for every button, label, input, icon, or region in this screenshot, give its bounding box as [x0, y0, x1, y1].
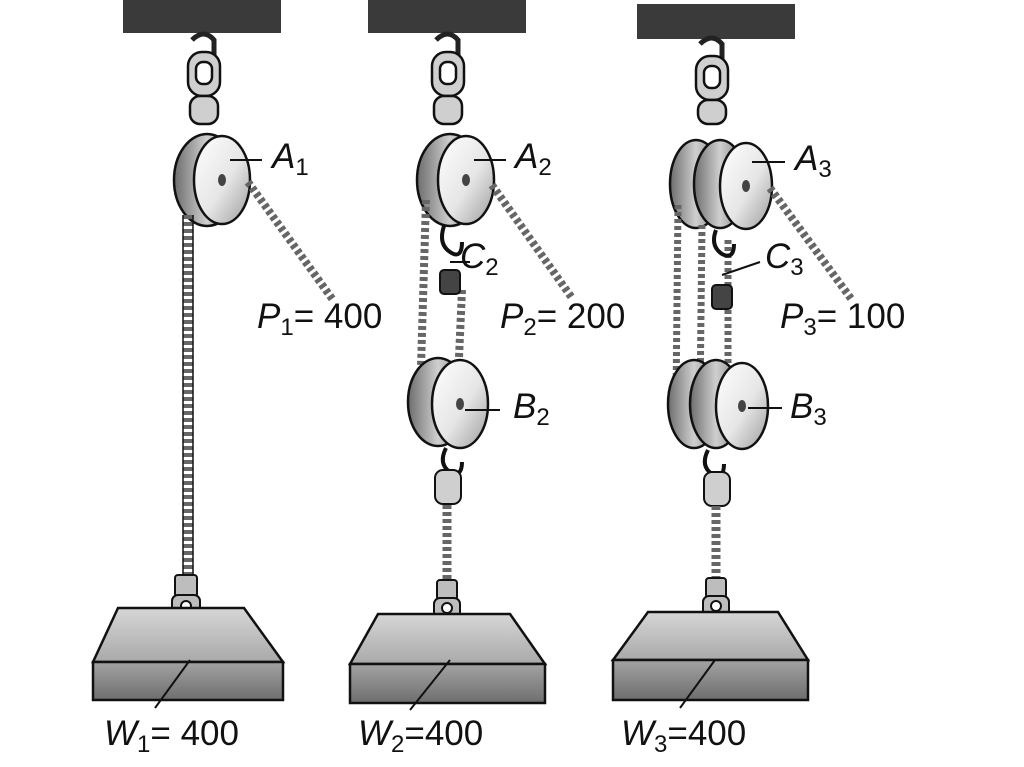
- pulley-a1: [172, 132, 252, 228]
- pull-rope: [766, 185, 856, 303]
- weight-block-w1: [91, 606, 286, 702]
- label-w3: W3=400: [621, 714, 746, 758]
- label-c3: C3: [765, 237, 804, 281]
- hook-c2: [439, 225, 464, 295]
- leader-w3: [679, 659, 716, 709]
- ropes-between-blocks: [416, 199, 466, 401]
- label-c2: C2: [460, 237, 499, 281]
- pull-rope: [488, 182, 576, 301]
- hook-c3: [711, 229, 736, 310]
- shackle-hook: [430, 31, 466, 126]
- pulley-a3: [668, 138, 774, 231]
- pulley-b3: [666, 358, 770, 451]
- ceiling-beam: [123, 0, 281, 33]
- label-w2: W2=400: [358, 714, 483, 758]
- label-w1: W1= 400: [104, 714, 239, 758]
- pull-rope: [244, 179, 337, 303]
- system-1: A1 P1= 400 W1= 400: [91, 0, 382, 758]
- pulley-b2: [406, 356, 490, 450]
- shackle-hook: [186, 31, 222, 126]
- label-a3: A3: [793, 139, 832, 183]
- ceiling-beam: [368, 0, 526, 33]
- system-2: A2 C2 P2= 200 B2 W2=400: [347, 0, 625, 758]
- label-p3: P3= 100: [780, 297, 905, 341]
- label-p1: P1= 400: [257, 297, 382, 341]
- leader-c3: [721, 261, 761, 276]
- lower-hook: [434, 447, 464, 505]
- lower-hook: [702, 449, 731, 507]
- label-b3: B3: [790, 387, 827, 431]
- ceiling-beam: [637, 4, 795, 39]
- leader-w2: [409, 659, 451, 711]
- rope-outline: [182, 215, 194, 578]
- label-a1: A1: [270, 137, 309, 181]
- system-3: A3 C3 P3= 100 B3 W3=400: [610, 4, 905, 758]
- label-a2: A2: [513, 137, 552, 181]
- label-b2: B2: [513, 387, 550, 431]
- weight-block-w2: [347, 612, 548, 705]
- pulley-a2: [415, 132, 496, 228]
- shackle-hook: [694, 35, 730, 126]
- weight-block-w3: [610, 610, 811, 702]
- leader-w1: [154, 659, 191, 709]
- label-p2: P2= 200: [500, 297, 625, 341]
